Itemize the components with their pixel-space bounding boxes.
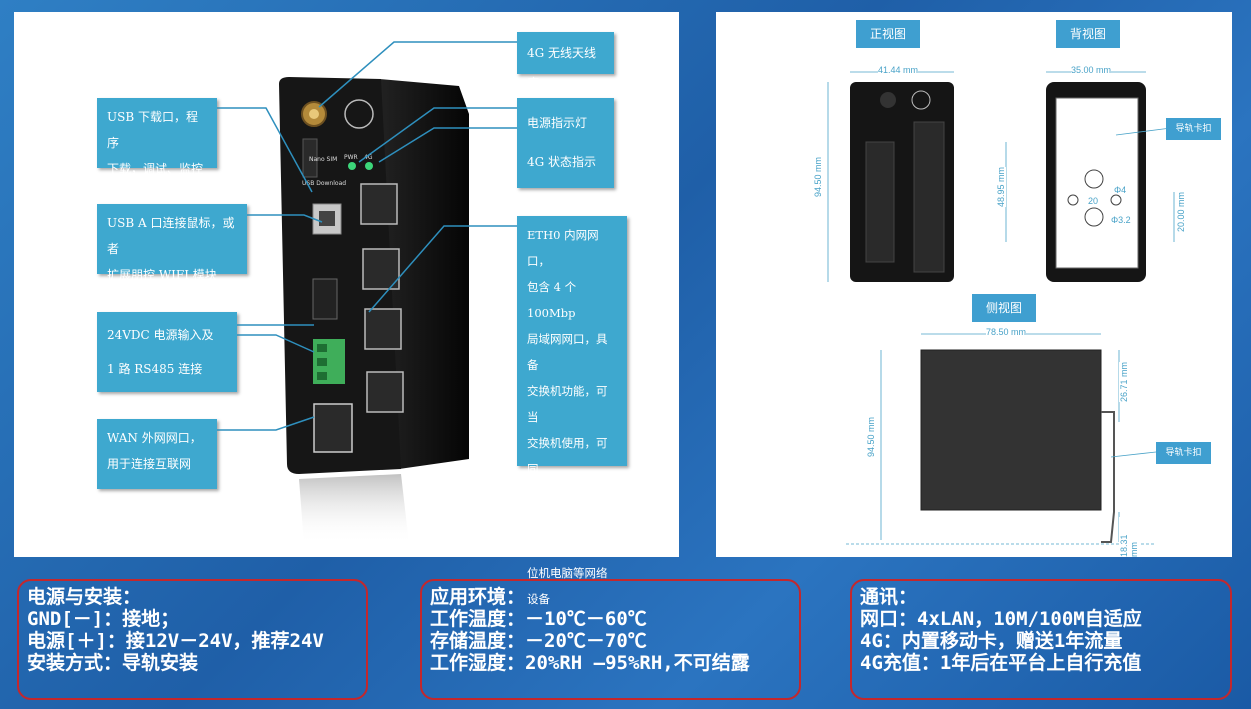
dim-side-bottom: 18.31 mm [1119, 517, 1139, 557]
side-view-tag: 侧视图 [972, 294, 1036, 322]
dim-back-width: 35.00 mm [1071, 65, 1112, 75]
dim-back-phi4: Φ4 [1114, 185, 1127, 195]
rail-clip-tag-side: 导轨卡扣 [1156, 442, 1211, 464]
callout-antenna: 4G 无线天线座 [517, 32, 614, 90]
label-pwr: PWR [344, 154, 358, 161]
rail-clip-tag-back: 导轨卡扣 [1166, 118, 1221, 140]
dim-side-height: 94.50 mm [866, 417, 876, 458]
dim-front-height: 94.50 mm [813, 157, 823, 198]
dim-back-h1: 48.95 mm [996, 167, 1006, 208]
label-nano-sim: Nano SIM [309, 156, 338, 163]
callout-wan: WAN 外网网口，用于连接互联网 [97, 419, 217, 489]
front-view-tag: 正视图 [856, 20, 920, 48]
dim-back-20: 20 [1088, 196, 1099, 206]
dim-side-width: 78.50 mm [986, 327, 1027, 337]
callout-usb-a: USB A 口连接鼠标，或者扩展朋控 WIFI 模块 [97, 204, 247, 282]
dim-side-top: 26.71 mm [1119, 362, 1129, 403]
dim-back-phi32: Φ3.2 [1111, 215, 1131, 225]
label-4g: 4G [364, 154, 373, 161]
label-usb-download: USB Download [302, 180, 347, 187]
dim-front-width: 41.44 mm [878, 65, 919, 75]
device-photo [279, 77, 469, 544]
dim-back-h2: 20.00 mm [1176, 192, 1186, 233]
callout-usb-download: USB 下载口，程序下载，调试、监控 [97, 98, 217, 176]
drawings-svg [827, 71, 1175, 545]
back-view-tag: 背视图 [1056, 20, 1120, 48]
drawing-panel: 正视图 背视图 侧视图 [716, 12, 1232, 557]
product-panel: Nano SIM USB Download PWR 4G USB 下载口，程序下… [14, 12, 679, 606]
leader-lines [217, 41, 517, 431]
